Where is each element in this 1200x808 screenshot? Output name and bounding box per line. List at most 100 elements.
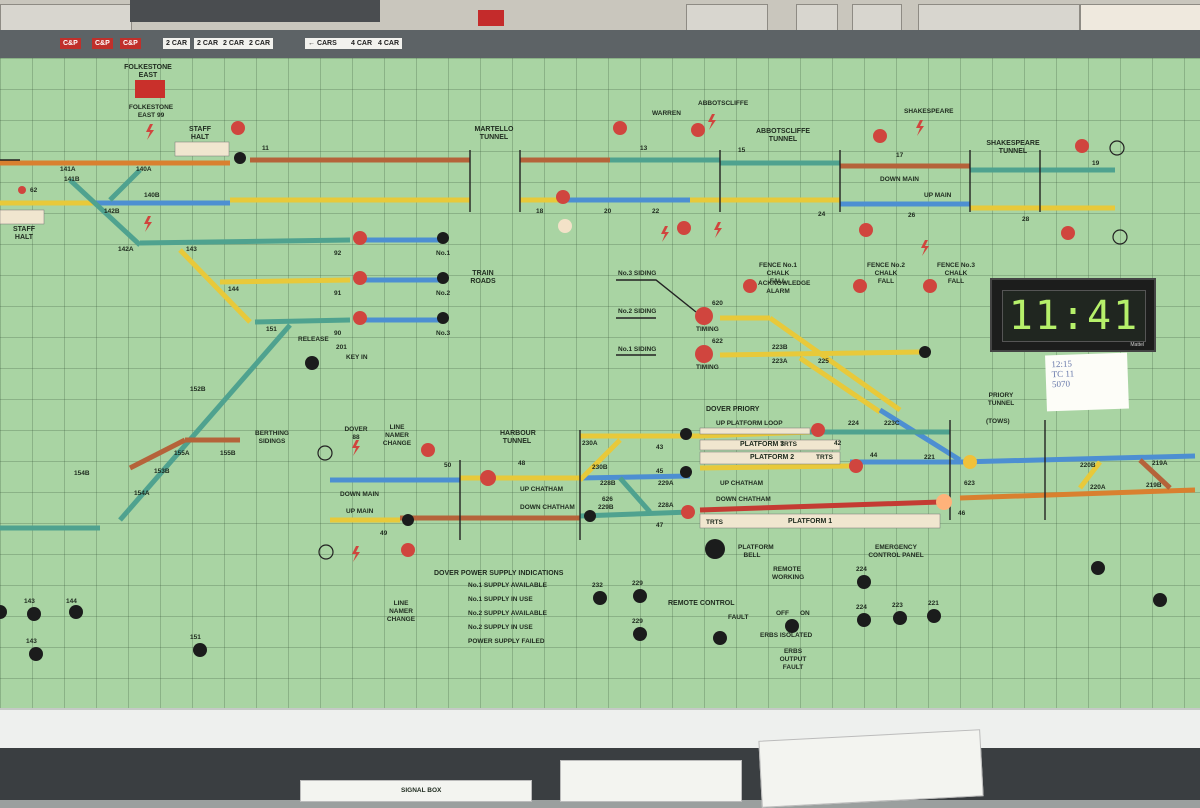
car-tag: ← CARS xyxy=(305,38,349,49)
control-knobs xyxy=(0,152,1167,661)
label-no3: No.3 xyxy=(436,330,451,337)
signal-number: 223A xyxy=(772,358,788,365)
label-harbour-tunnel: HARBOUR TUNNEL xyxy=(500,430,536,445)
power-supply-list: No.1 SUPPLY AVAILABLE No.1 SUPPLY IN USE… xyxy=(468,582,547,646)
signal-number: 623 xyxy=(964,480,975,487)
signal-number: 151 xyxy=(266,326,277,333)
label-shakespeare: SHAKESPEARE xyxy=(904,108,954,115)
label-no1-siding: No.1 SIDING xyxy=(618,346,657,353)
power-supply-item: No.1 SUPPLY IN USE xyxy=(468,596,533,603)
tunnel-brackets xyxy=(0,150,1046,540)
signal-number: 622 xyxy=(712,338,723,345)
signal-number: 220A xyxy=(1090,484,1106,491)
label-up-chatham: UP CHATHAM xyxy=(520,486,564,493)
label-no2: No.2 xyxy=(436,290,451,297)
signal-number: 46 xyxy=(958,510,966,517)
label-down-main: DOWN MAIN xyxy=(340,491,379,498)
signal-number: 50 xyxy=(444,462,452,469)
signal-number: 140B xyxy=(144,192,160,199)
lever-label: 144 xyxy=(66,598,77,605)
signal-number: 221 xyxy=(924,454,935,461)
desk-paper: SIGNAL BOX xyxy=(300,780,532,802)
label-signal-box: SIGNAL BOX xyxy=(401,787,442,794)
signal-number: 224 xyxy=(848,420,859,427)
signal-number: 155A xyxy=(174,450,190,457)
siding-tracks xyxy=(719,315,962,463)
label-priory-tunnel: PRIORY TUNNEL xyxy=(987,392,1015,407)
emergency-button-box xyxy=(478,10,504,26)
label-line-namer-change: LINE NAMER CHANGE xyxy=(382,424,412,447)
car-tag: 2 CAR xyxy=(194,38,222,49)
signal-number: 626 xyxy=(602,496,613,503)
shelf xyxy=(130,0,380,22)
signal-number: 152B xyxy=(190,386,206,393)
label-down-chatham: DOWN CHATHAM xyxy=(716,496,771,503)
label-tows: (TOWS) xyxy=(986,418,1010,425)
panel-bottom-bezel xyxy=(0,708,1200,750)
signal-number: 62 xyxy=(30,187,38,194)
signal-number: 229B xyxy=(598,504,614,511)
label-key-in: KEY IN xyxy=(346,354,368,361)
label-fence-no3: FENCE No.3 CHALK FALL xyxy=(937,262,975,285)
sticky-note: 12:15 TC 11 5070 xyxy=(1045,352,1129,412)
label-dover-box: DOVER 88 xyxy=(344,426,368,441)
signal-number: 26 xyxy=(908,212,916,219)
signal-number: 219A xyxy=(1152,460,1168,467)
label-platform-1: PLATFORM 1 xyxy=(788,518,833,525)
label-remote-control: REMOTE CONTROL xyxy=(668,600,735,607)
car-tag: 4 CAR xyxy=(375,38,403,49)
note-line: 5070 xyxy=(1051,378,1071,390)
label-abbotscliffe: ABBOTSCLIFFE xyxy=(698,100,749,107)
signal-number: 20 xyxy=(604,208,612,215)
desk-paper xyxy=(560,760,742,802)
label-trts: TRTS xyxy=(816,454,833,461)
signal-number: 229A xyxy=(658,480,674,487)
signal-number: 141B xyxy=(64,176,80,183)
lever-label: 223 xyxy=(892,602,903,609)
up-main-track xyxy=(0,157,1115,173)
label-release: RELEASE xyxy=(298,336,329,343)
bolt-icons xyxy=(144,114,929,562)
label-line-namer-change: LINE NAMER CHANGE xyxy=(386,600,416,623)
lever-label: 232 xyxy=(592,582,603,589)
label-martello-tunnel: MARTELLO TUNNEL xyxy=(474,126,514,141)
power-supply-item: No.2 SUPPLY IN USE xyxy=(468,624,533,631)
label-trts: TRTS xyxy=(780,441,797,448)
signal-number: 11 xyxy=(262,145,269,152)
connector-markers xyxy=(317,140,1128,560)
signal-number: 28 xyxy=(1022,216,1030,223)
signal-number: 15 xyxy=(738,147,746,154)
label-berthing-sidings: BERTHING SIDINGS xyxy=(255,430,289,445)
signal-number: 48 xyxy=(518,460,526,467)
signal-number: 228A xyxy=(658,502,674,509)
signal-number: 92 xyxy=(334,250,342,257)
branch-tracks xyxy=(0,168,440,531)
signal-number: 225 xyxy=(818,358,829,365)
label-down-chatham: DOWN CHATHAM xyxy=(520,504,575,511)
power-supply-item: No.2 SUPPLY AVAILABLE xyxy=(468,610,547,617)
label-off: OFF xyxy=(776,610,789,617)
label-up-main: UP MAIN xyxy=(346,508,374,515)
signal-number: 154B xyxy=(74,470,90,477)
digital-clock: 11:41 Mattel xyxy=(990,278,1156,352)
clock-brand: Mattel xyxy=(1130,342,1144,348)
signal-number: 143 xyxy=(186,246,197,253)
car-tag-cp: C&P xyxy=(60,38,81,49)
down-main-track xyxy=(0,197,1115,211)
clock-time: 11:41 xyxy=(1002,290,1146,342)
car-tag: 2 CAR xyxy=(220,38,248,49)
lever-label: 143 xyxy=(26,638,37,645)
label-timing: TIMING xyxy=(696,364,719,371)
signal-number: 144 xyxy=(228,286,239,293)
label-folkestone-box: FOLKESTONE EAST 99 xyxy=(128,104,174,119)
signal-number: 90 xyxy=(334,330,342,337)
lever-label: 224 xyxy=(856,566,867,573)
signal-number: 230B xyxy=(592,464,608,471)
label-erbs-isolated: ERBS ISOLATED xyxy=(760,632,813,639)
label-platform-2: PLATFORM 2 xyxy=(750,454,795,461)
label-platform-3: PLATFORM 3 xyxy=(740,441,785,448)
signal-number: 22 xyxy=(652,208,660,215)
label-remote-working: REMOTE WORKING xyxy=(772,566,805,581)
label-staff-halt-left: STAFF HALT xyxy=(12,226,36,241)
signal-number: 620 xyxy=(712,300,723,307)
